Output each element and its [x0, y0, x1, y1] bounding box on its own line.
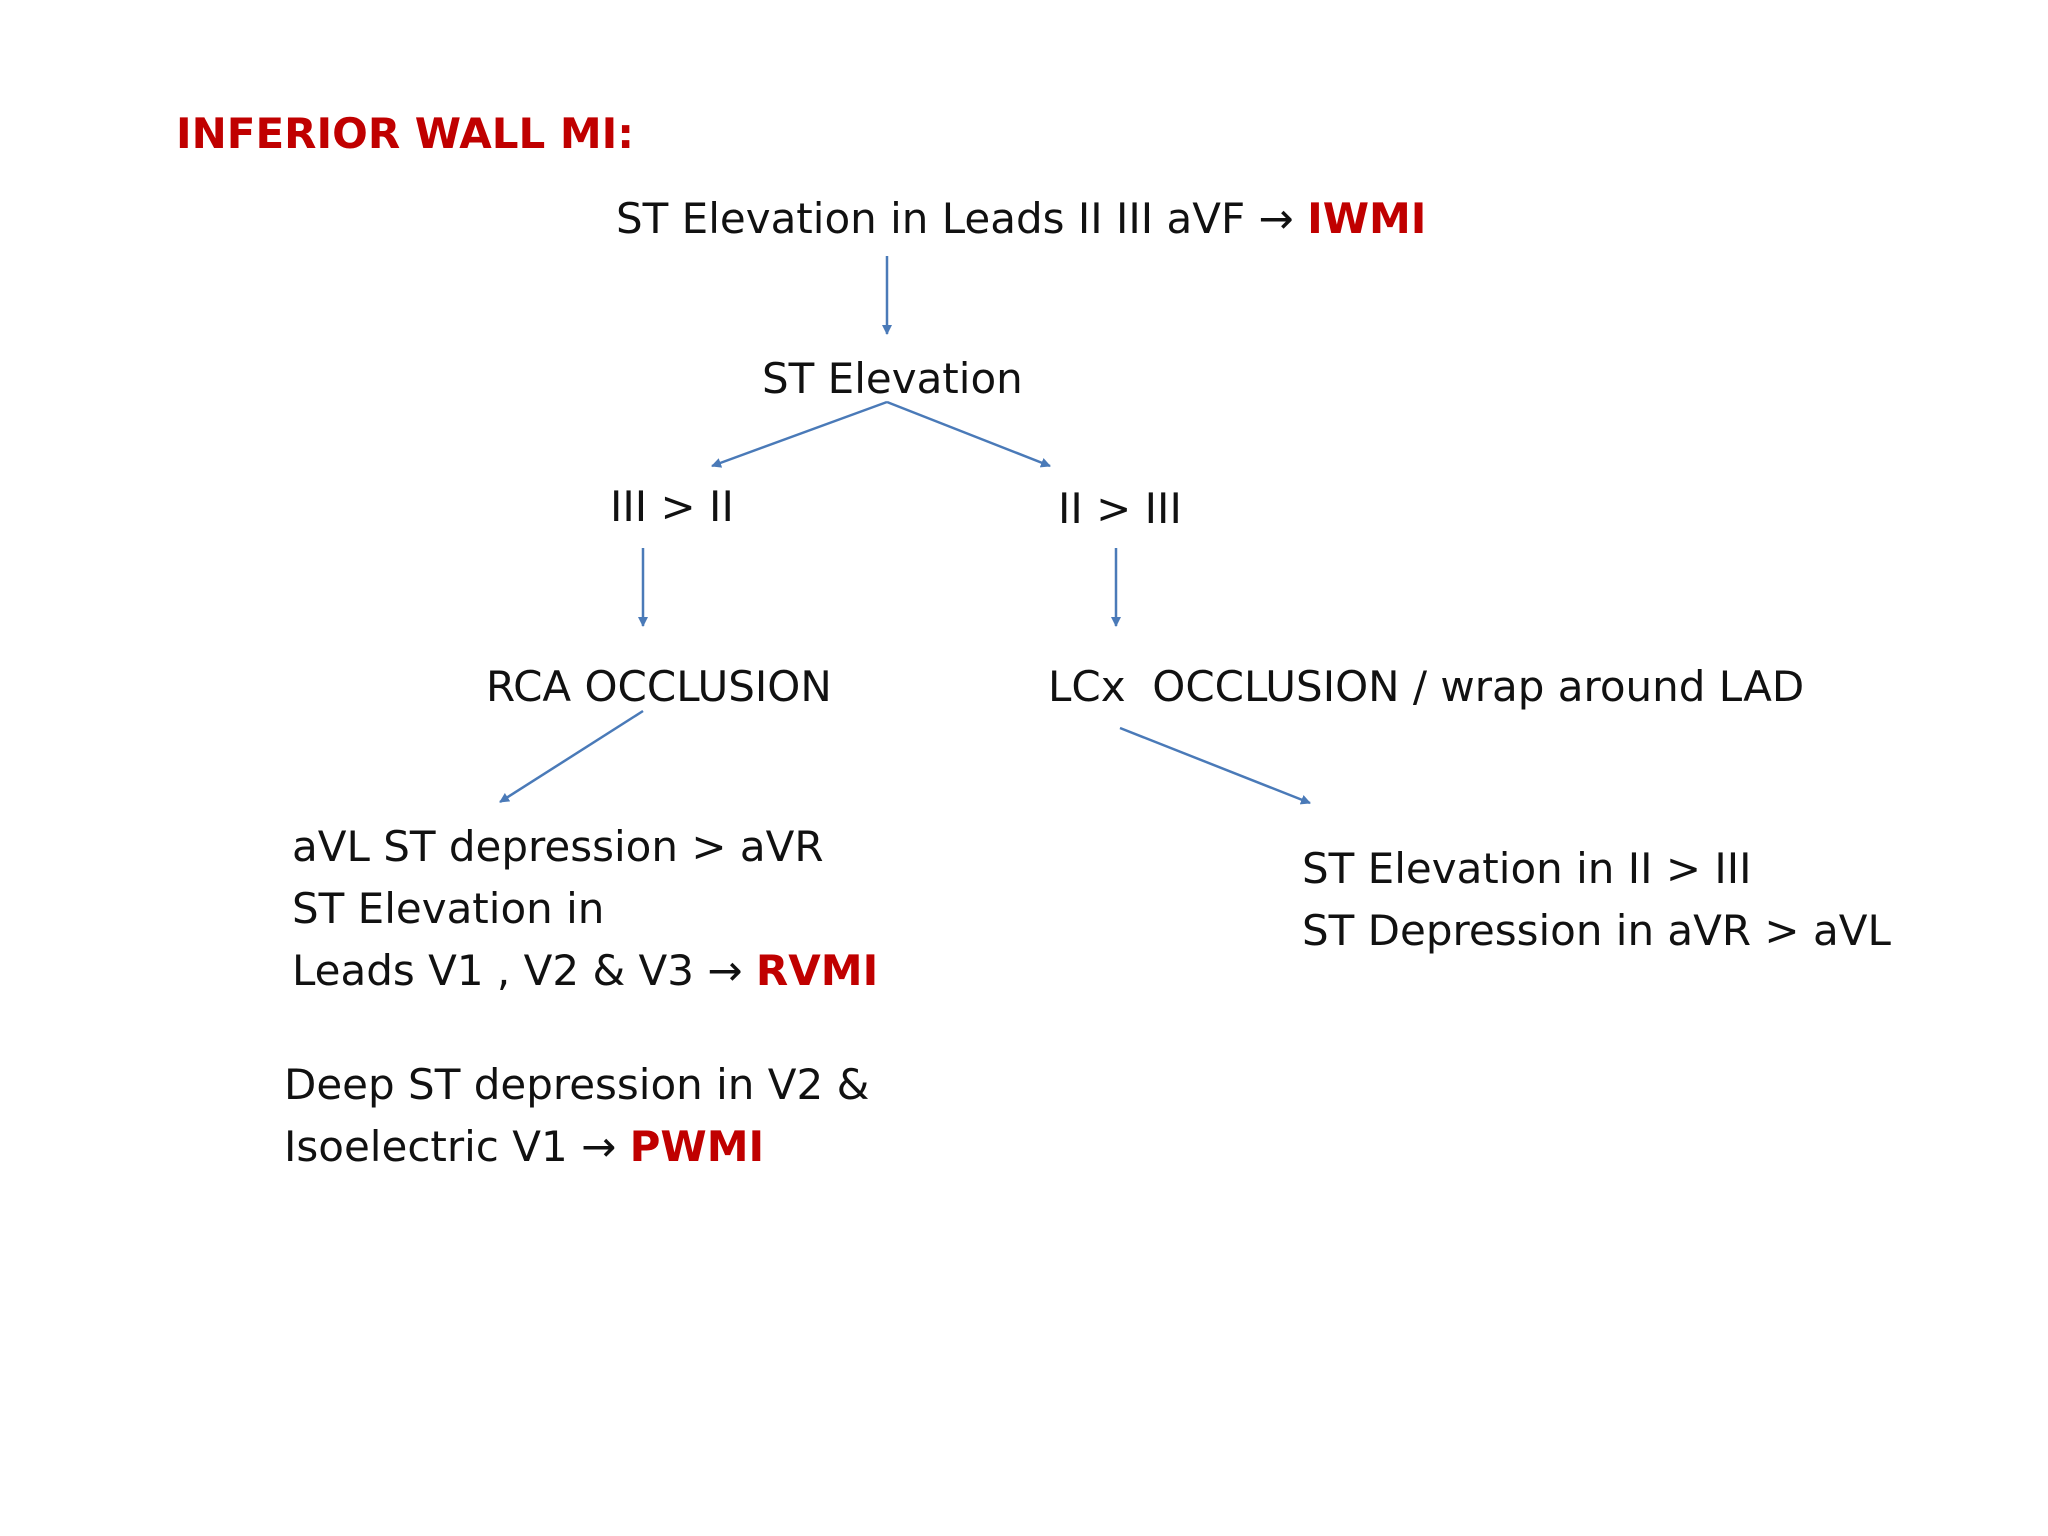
arrow-lcx-to-findings — [1119, 726, 1311, 805]
arrow-rca-to-rvmi — [499, 709, 644, 804]
node-pwmi-line2-text: Isoelectric V1 — [284, 1122, 568, 1171]
node-st-elevation: ST Elevation — [762, 354, 1023, 403]
node-iii-gt-ii: III > II — [610, 482, 734, 531]
node-root-result: IWMI — [1307, 194, 1427, 243]
arrow-st-elevation-to-iii-gt-ii — [711, 400, 888, 468]
node-rca-occlusion: RCA OCCLUSION — [486, 662, 832, 711]
node-rvmi-line3-text: Leads V1 , V2 & V3 — [292, 946, 694, 995]
node-rvmi-line2: ST Elevation in — [292, 884, 605, 933]
arrow-icon: → — [581, 1122, 617, 1171]
node-lcx-findings-line1: ST Elevation in II > III — [1302, 844, 1752, 893]
node-ii-gt-iii: II > III — [1058, 484, 1182, 533]
node-pwmi-line2: Isoelectric V1 → PWMI — [284, 1116, 764, 1178]
node-rvmi-result: RVMI — [755, 946, 879, 995]
arrow-icon: → — [707, 946, 743, 995]
node-rvmi-line3: Leads V1 , V2 & V3 → RVMI — [292, 940, 878, 1002]
node-pwmi-result: PWMI — [629, 1122, 765, 1171]
page-title: INFERIOR WALL MI: — [176, 109, 635, 158]
node-lcx-findings-line2: ST Depression in aVR > aVL — [1302, 906, 1891, 955]
arrow-icon: → — [1258, 194, 1294, 243]
node-root: ST Elevation in Leads II III aVF → IWMI — [616, 188, 1426, 250]
arrow-st-elevation-to-ii-gt-iii — [886, 400, 1051, 468]
node-lcx-occlusion: LCx OCCLUSION / wrap around LAD — [1048, 662, 1805, 711]
node-root-text: ST Elevation in Leads II III aVF — [616, 194, 1246, 243]
node-rvmi-line1: aVL ST depression > aVR — [292, 822, 824, 871]
node-pwmi-line1: Deep ST depression in V2 & — [284, 1060, 870, 1109]
